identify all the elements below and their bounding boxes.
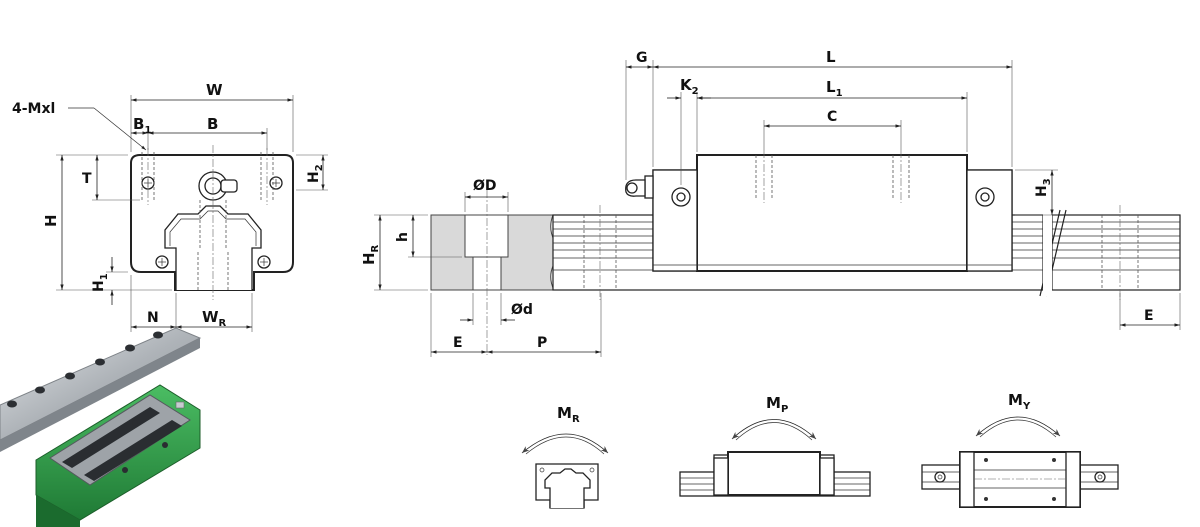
label-h: h — [395, 232, 411, 242]
label-G: G — [636, 50, 648, 66]
moment-MP: MP — [679, 394, 871, 497]
label-E-right: E — [1144, 308, 1154, 324]
block-side-top — [696, 154, 968, 272]
label-B1: B1 — [133, 115, 151, 136]
grease-nipple-tip — [220, 179, 238, 193]
label-WR: WR — [202, 308, 227, 329]
rail-section: ØD Ød HR h E P — [360, 178, 602, 357]
label-HR: HR — [360, 244, 381, 265]
label-4-mxl: 4-Mxl — [12, 101, 55, 117]
label-MP: MP — [766, 394, 788, 415]
side-view: G L K2 L1 C H3 E — [552, 48, 1181, 330]
label-H1: H1 — [91, 273, 110, 292]
label-K2: K2 — [680, 76, 699, 97]
label-H3: H3 — [1034, 178, 1053, 197]
rail-side-right — [1051, 214, 1181, 291]
moment-MY: MY — [921, 391, 1119, 508]
label-N: N — [147, 310, 159, 326]
counterbore-hole — [464, 214, 509, 258]
end-view: W B1 B 4-Mxl H2 T H H1 — [12, 81, 328, 332]
label-B: B — [207, 115, 218, 133]
label-d: Ød — [511, 302, 533, 318]
label-P: P — [537, 335, 547, 351]
label-T: T — [82, 171, 92, 187]
label-MR: MR — [557, 404, 580, 425]
label-C: C — [827, 109, 837, 125]
end-seal-left — [652, 169, 698, 272]
label-H: H — [42, 214, 60, 227]
label-MY: MY — [1008, 391, 1031, 412]
label-E-left: E — [453, 335, 463, 351]
label-D: ØD — [473, 178, 497, 194]
label-H2: H2 — [306, 164, 325, 183]
label-L: L — [826, 48, 836, 66]
label-L1: L1 — [826, 78, 843, 99]
moment-MR: MR — [521, 404, 609, 509]
end-seal-right — [966, 169, 1013, 272]
product-photo — [0, 327, 202, 527]
label-W: W — [206, 81, 223, 99]
